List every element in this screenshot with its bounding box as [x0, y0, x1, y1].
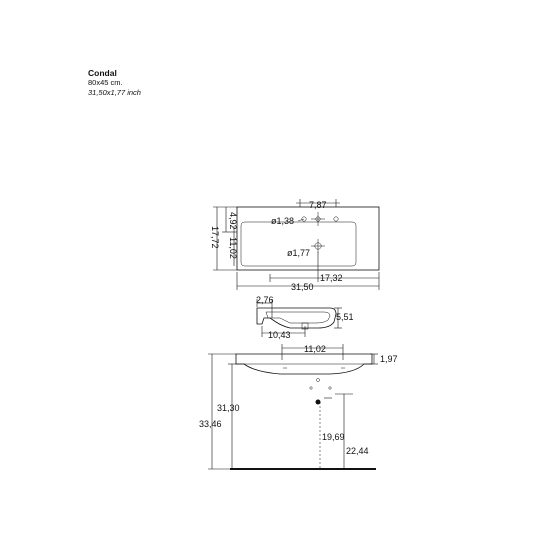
size-cm: 80x45 cm.: [88, 78, 123, 87]
dim-17-72: 17,72: [210, 226, 220, 249]
front-view-basin: [235, 353, 373, 375]
size-inch: 31,50x1,77 inch: [88, 88, 141, 97]
dim-11-02-vertical: 11,02: [228, 237, 238, 259]
dim-31-50: 31,50: [291, 282, 314, 292]
dim-33-46: 33,46: [199, 419, 222, 429]
dim-1-97: 1,97: [380, 354, 398, 364]
top-view-bowl: [240, 221, 357, 267]
dim-31-30: 31,30: [217, 403, 240, 413]
side-view: 2,76 5,51 10,43: [256, 295, 354, 340]
top-view: 7,87 ø1,38 ø1,77 4,92 11,02 17,72 17,32 …: [210, 199, 380, 292]
dim-5-51: 5,51: [336, 312, 354, 322]
top-view-outline: [236, 206, 380, 271]
dim-22-44: 22,44: [346, 446, 369, 456]
dim-10-43: 10,43: [268, 330, 291, 340]
dim-2-76: 2,76: [256, 295, 274, 305]
product-title: Condal: [88, 68, 117, 78]
side-view-bowl: [265, 311, 331, 324]
dim-4-92: 4,92: [228, 212, 238, 230]
front-view: 11,02 1,97 33,46 31,30 19,69 22,44: [199, 344, 398, 470]
side-view-outline: [256, 307, 337, 329]
front-drain: [315, 399, 321, 405]
dim-17-32: 17,32: [320, 273, 343, 283]
dim-7-87: 7,87: [309, 200, 327, 210]
dim-dia-1-77: ø1,77: [287, 248, 310, 258]
product-header: Condal 80x45 cm. 31,50x1,77 inch: [88, 68, 141, 98]
tap-hole-left: [301, 216, 307, 222]
dim-dia-1-38: ø1,38: [271, 216, 294, 226]
dim-11-02-front: 11,02: [304, 344, 326, 354]
dim-19-69: 19,69: [322, 432, 345, 442]
tap-hole-right: [333, 216, 339, 222]
